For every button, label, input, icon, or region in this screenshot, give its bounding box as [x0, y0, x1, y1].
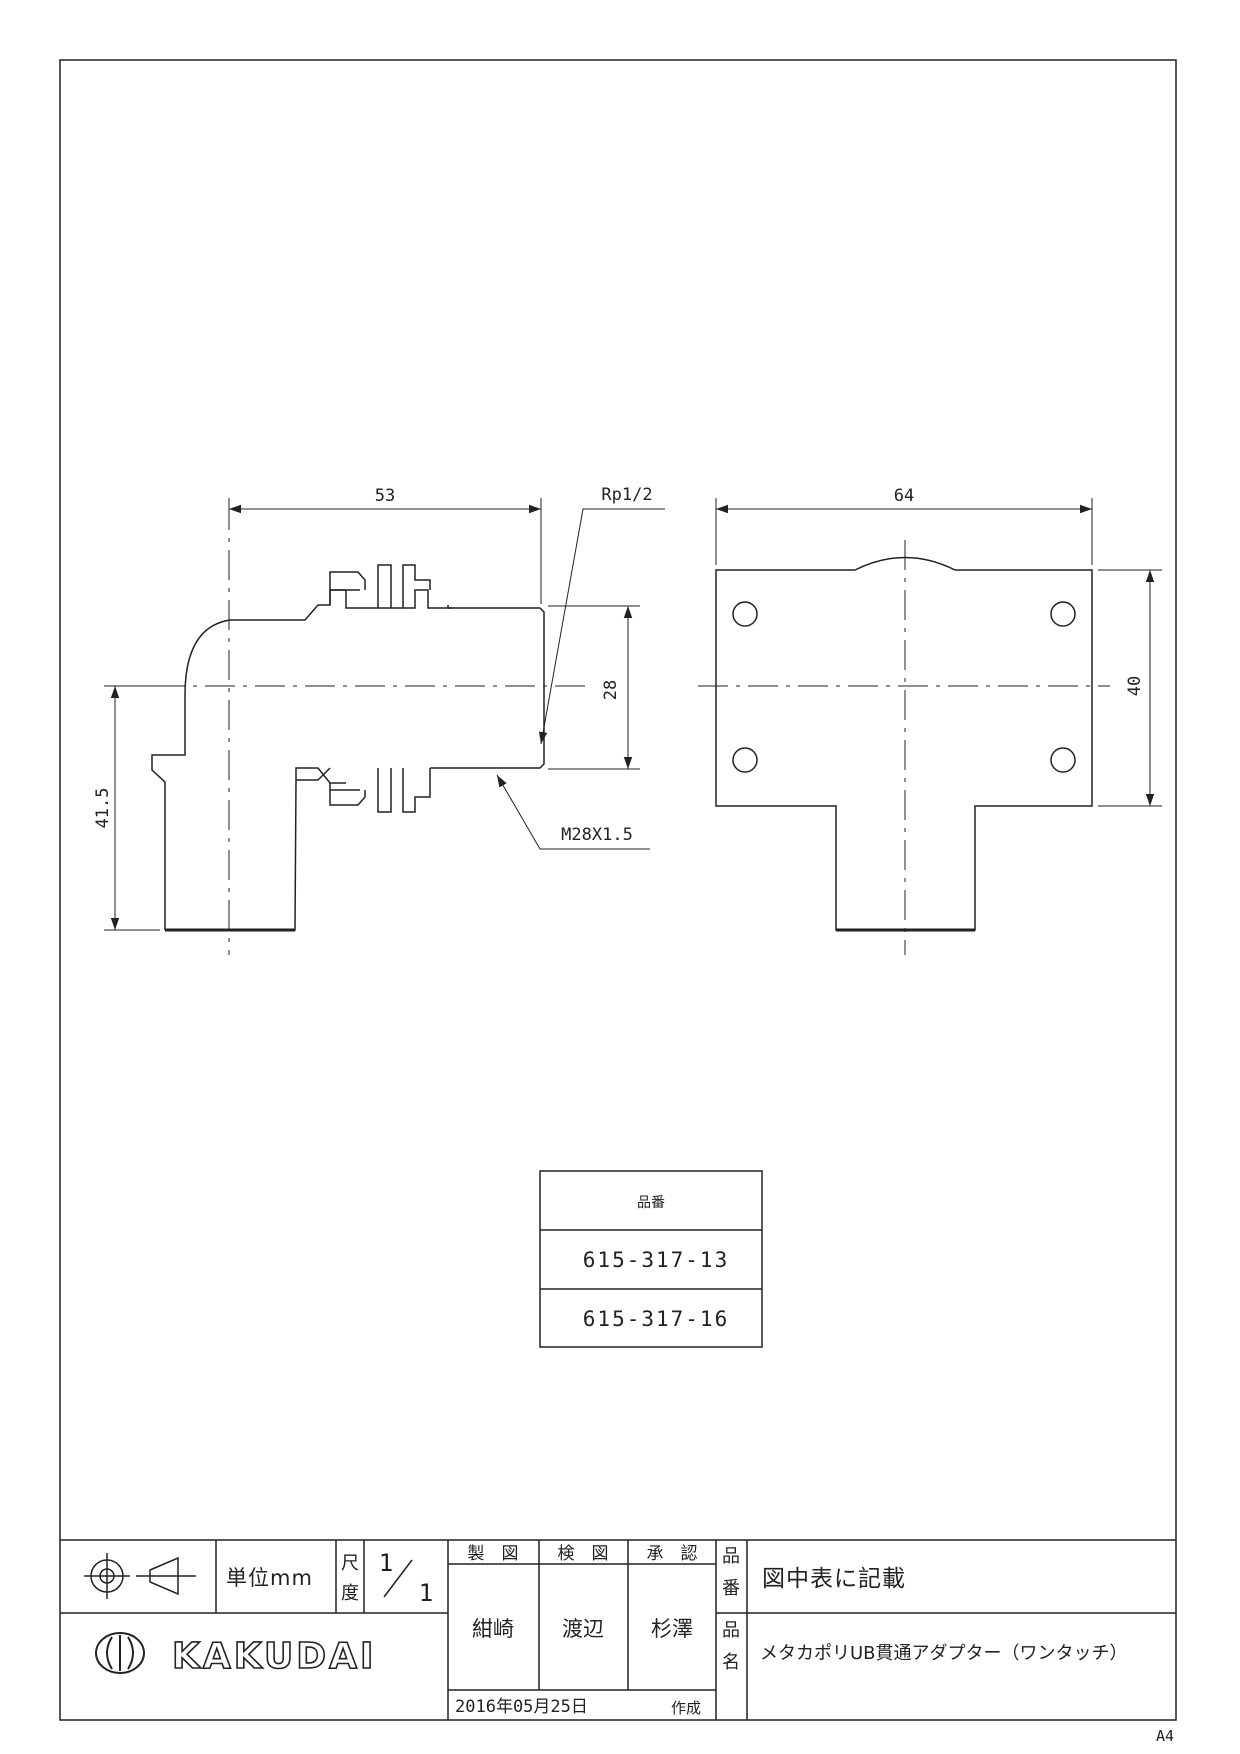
lower-flange-mid — [377, 768, 392, 813]
scale-label: 度 — [341, 1583, 359, 1604]
side-view-lower — [165, 767, 346, 931]
drafted-label: 製 図 — [468, 1544, 519, 1564]
scale-denominator: 1 — [419, 1579, 433, 1607]
leader-m28 — [496, 774, 650, 850]
lower-flange-right — [402, 768, 431, 813]
paper-size: A4 — [1156, 1727, 1174, 1745]
dim-28: 28 — [601, 680, 621, 700]
label-m28-thread: M28X1.5 — [561, 825, 633, 845]
lower-flange-left — [329, 783, 366, 806]
dim-64: 64 — [894, 486, 914, 506]
upper-flange-left — [329, 571, 366, 605]
front-view — [715, 556, 1093, 932]
dim-41-5: 41.5 — [93, 788, 113, 829]
scale-label: 尺 — [341, 1553, 359, 1574]
scale-numerator: 1 — [379, 1549, 393, 1577]
mount-hole-top-left — [732, 601, 758, 627]
mount-hole-bottom-right — [1050, 747, 1076, 773]
approved-label: 承 認 — [647, 1544, 698, 1564]
lower-body-step — [296, 767, 448, 781]
leader-rp — [538, 508, 665, 745]
parts-table-header: 品番 — [637, 1195, 665, 1211]
side-view-centerlines — [105, 500, 592, 955]
part-name-label: 品 — [722, 1620, 740, 1641]
side-view-dimensions — [104, 498, 665, 931]
approved-by: 杉澤 — [651, 1617, 693, 1641]
part-name-value: メタカポリUB貫通アダプター（ワンタッチ） — [760, 1643, 1128, 1664]
created-label: 作成 — [671, 1699, 701, 1717]
mount-hole-top-right — [1050, 601, 1076, 627]
side-view-outline — [151, 589, 452, 930]
part-no-label: 番 — [722, 1578, 740, 1599]
side-view — [151, 564, 545, 932]
parts-table-row: 615-317-13 — [583, 1248, 729, 1272]
drafted-by: 紺崎 — [472, 1617, 514, 1641]
front-view-outline — [715, 556, 1093, 931]
dim-53: 53 — [375, 486, 395, 506]
title-block-grid — [60, 1539, 1176, 1720]
parts-table — [539, 1170, 763, 1348]
label-rp-thread: Rp1/2 — [601, 485, 652, 505]
checked-label: 検 図 — [558, 1544, 609, 1564]
drawing-date: 2016年05月25日 — [455, 1697, 588, 1717]
unit-label: 単位mm — [226, 1566, 313, 1590]
part-name-label: 名 — [722, 1652, 740, 1673]
part-no-value: 図中表に記載 — [762, 1566, 906, 1592]
projection-symbol-icon — [84, 1553, 196, 1599]
dim-40: 40 — [1125, 676, 1145, 696]
parts-table-row: 615-317-16 — [583, 1307, 729, 1331]
upper-flange-right — [402, 564, 431, 608]
pipe-upper — [448, 607, 545, 769]
brand-name: KAKUDAI — [172, 1636, 376, 1677]
part-no-label: 品 — [722, 1546, 740, 1567]
checked-by: 渡辺 — [562, 1617, 604, 1641]
sheet-border — [59, 59, 1177, 1721]
front-view-dimensions — [715, 498, 1162, 807]
mount-hole-bottom-left — [732, 747, 758, 773]
front-view-centerlines — [698, 540, 1110, 955]
upper-flange-mid — [377, 564, 392, 608]
kakudai-logo-icon — [95, 1632, 145, 1674]
